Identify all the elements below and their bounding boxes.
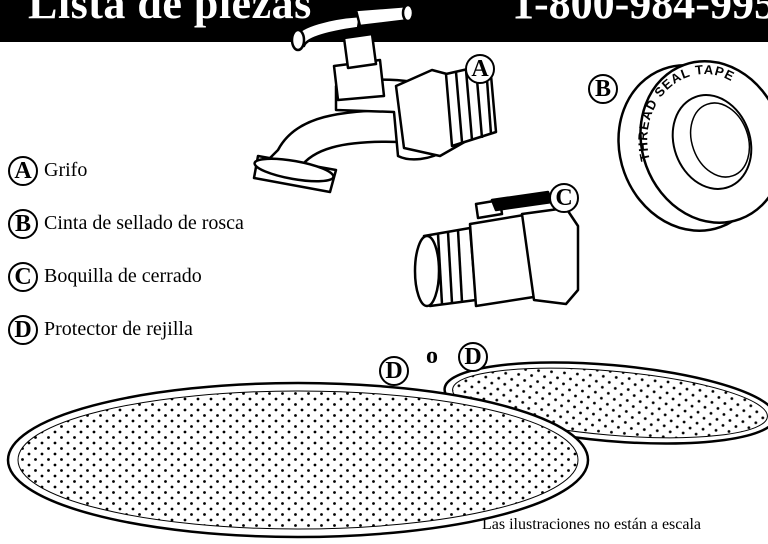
legend-badge: C [8,262,38,292]
scale-note: Las ilustraciones no están a escala [482,516,702,533]
legend-label: Grifo [44,159,88,181]
phone-number: 1-800-984-9955 [512,0,768,28]
tag-b: B [588,74,618,104]
tag-a: A [465,54,495,84]
legend-item-d: D Protector de rejilla [8,315,348,349]
legend-label: Cinta de sellado de rosca [44,212,244,234]
tag-d-small: D [458,342,488,372]
legend-badge: B [8,209,38,239]
faucet-drawing [252,3,498,194]
legend-badge: A [8,156,38,186]
tape-roll-drawing: THREAD SEAL TAPE [617,60,768,232]
legend-badge: D [8,315,38,345]
page-title: Lista de piezas [28,0,312,28]
shutoff-valve-drawing [413,190,580,308]
legend-label: Protector de rejilla [44,318,193,340]
or-separator: o [426,343,438,369]
legend-item-c: C Boquilla de cerrado [8,262,348,296]
legend-item-b: B Cinta de sellado de rosca [8,209,348,243]
screen-guard-large [6,381,590,539]
tag-c: C [549,183,579,213]
legend-label: Boquilla de cerrado [44,265,202,287]
tag-d-large: D [379,356,409,386]
legend-item-a: A Grifo [8,156,348,190]
